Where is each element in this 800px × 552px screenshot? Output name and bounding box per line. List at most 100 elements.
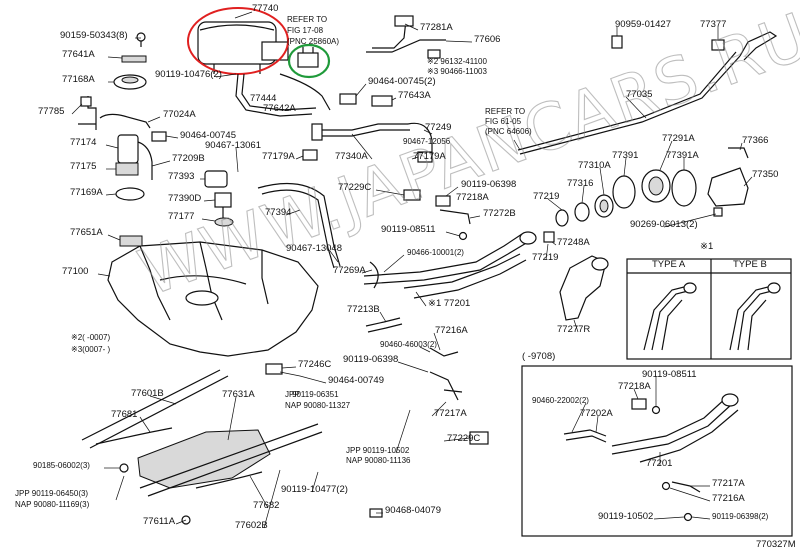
callout-label[interactable]: 77213B: [347, 304, 380, 315]
bolt-90159-50343[interactable]: [136, 32, 146, 47]
callout-label[interactable]: 77272B: [483, 208, 516, 219]
callout-label[interactable]: 90959-01427: [615, 19, 671, 30]
callout-label[interactable]: 77291A: [662, 133, 695, 144]
bracket-77216a[interactable]: [429, 347, 459, 357]
callout-label[interactable]: 77216A: [712, 493, 745, 504]
callout-label[interactable]: 77601B: [131, 388, 164, 399]
pipe-77340a[interactable]: [311, 123, 410, 141]
callout-label[interactable]: 77024A: [163, 109, 196, 120]
callout-label[interactable]: 77682: [253, 500, 279, 511]
ring-77219[interactable]: [555, 209, 569, 227]
hose-77444[interactable]: [235, 73, 317, 117]
callout-label[interactable]: 77643A: [398, 90, 431, 101]
callout-label[interactable]: 77651A: [70, 227, 103, 238]
callout-label[interactable]: 77219: [533, 191, 559, 202]
gasket-77177[interactable]: [214, 217, 234, 227]
connector-77393[interactable]: [204, 170, 228, 188]
callout-label[interactable]: TYPE B: [733, 259, 767, 270]
callout-label[interactable]: ※2 96132-41100: [427, 57, 487, 66]
callout-label[interactable]: 77179A: [413, 151, 446, 162]
callout-label[interactable]: 77611A: [143, 516, 176, 527]
callout-label[interactable]: NAP 90080-11169(3): [15, 500, 90, 509]
clip-90464-00745[interactable]: [151, 131, 167, 142]
cover-77631a[interactable]: [137, 429, 271, 489]
callout-label[interactable]: 77229C: [338, 182, 371, 193]
strap-77682[interactable]: [195, 471, 263, 489]
callout-label[interactable]: 90464-00749: [328, 375, 384, 386]
callout-label[interactable]: 77218A: [456, 192, 489, 203]
callout-label[interactable]: 77377: [700, 19, 726, 30]
bracket-77606[interactable]: [366, 39, 446, 53]
callout-label[interactable]: 90119-08511: [642, 369, 697, 380]
bracket-77272b[interactable]: [439, 209, 471, 225]
clamp-77248a[interactable]: [543, 231, 555, 243]
callout-label[interactable]: 90119-10477(2): [281, 484, 348, 495]
bracket-77024a[interactable]: [99, 113, 151, 129]
fill-pipe-77201[interactable]: [363, 231, 537, 299]
callout-label[interactable]: ※3(0007- ): [71, 345, 111, 354]
bracket-77218a[interactable]: [435, 195, 451, 207]
callout-label[interactable]: 90119-06398(2): [712, 512, 769, 521]
callout-label[interactable]: 77229C: [447, 433, 480, 444]
callout-label[interactable]: TYPE A: [652, 259, 686, 270]
clip-77179a-left[interactable]: [302, 149, 318, 161]
clip-90464-00745-b[interactable]: [339, 93, 357, 105]
callout-label[interactable]: 90119-10476(2): [155, 69, 222, 80]
hose-77249[interactable]: [407, 122, 433, 160]
bracket-77217a[interactable]: [429, 371, 463, 401]
hinge-77366[interactable]: [728, 147, 749, 159]
callout-label[interactable]: 90119-06398: [461, 179, 516, 190]
callout-label[interactable]: 90185-06002(3): [33, 461, 90, 470]
strap-77601b[interactable]: [81, 369, 229, 449]
callout-label[interactable]: 77391: [612, 150, 638, 161]
callout-label[interactable]: 77785: [38, 106, 64, 117]
callout-label[interactable]: 77219: [532, 252, 558, 263]
callout-label[interactable]: ※1: [700, 241, 713, 252]
callout-label[interactable]: 90119-08511: [381, 224, 436, 235]
callout-label[interactable]: JPP 90119-10502: [346, 446, 410, 455]
callout-label[interactable]: NAP 90080-11136: [346, 456, 411, 465]
bolt-90119-08511[interactable]: [458, 231, 468, 241]
callout-label[interactable]: 77177: [168, 211, 194, 222]
callout-label[interactable]: 77175: [70, 161, 96, 172]
callout-label[interactable]: 77246C: [298, 359, 331, 370]
ring-77391a[interactable]: [671, 169, 697, 207]
callout-label[interactable]: 90464-00745: [180, 130, 236, 141]
callout-label[interactable]: 90119-06398: [343, 354, 398, 365]
callout-label[interactable]: ( -9708): [522, 351, 555, 362]
callout-label[interactable]: 77216A: [435, 325, 468, 336]
wire-77785[interactable]: [78, 96, 97, 130]
callout-label[interactable]: FIG 61-05: [485, 117, 522, 126]
inlet-77277r[interactable]: [559, 255, 609, 321]
filter-77175[interactable]: [115, 162, 139, 176]
callout-label[interactable]: 77606: [474, 34, 500, 45]
callout-label[interactable]: 77642A: [263, 103, 296, 114]
callout-label[interactable]: 77444: [250, 93, 276, 104]
hose-77213b[interactable]: [365, 317, 403, 333]
callout-label[interactable]: JPP 90119-06450(3): [15, 489, 88, 498]
callout-label[interactable]: 90460-46003(2): [380, 340, 437, 349]
callout-label[interactable]: 77179A: [262, 151, 295, 162]
callout-label[interactable]: 90119-06351: [292, 390, 339, 399]
callout-label[interactable]: 77641A: [62, 49, 95, 60]
callout-label[interactable]: REFER TO: [287, 15, 327, 24]
hose-77642a[interactable]: [279, 73, 331, 111]
gasket-77316[interactable]: [574, 202, 590, 222]
lid-77350[interactable]: [707, 167, 749, 207]
callout-label[interactable]: 77281A: [420, 22, 453, 33]
bracket-77281a[interactable]: [372, 15, 414, 49]
pump-77174[interactable]: [117, 134, 153, 180]
clamp-77643a[interactable]: [371, 95, 393, 107]
ring-77169a[interactable]: [115, 187, 145, 201]
callout-label[interactable]: ※1 77201: [428, 298, 470, 309]
callout-label[interactable]: 77394: [265, 207, 291, 218]
callout-label[interactable]: 77249: [425, 122, 451, 133]
callout-label[interactable]: 77169A: [70, 187, 103, 198]
callout-label[interactable]: 77248A: [557, 237, 590, 248]
callout-label[interactable]: 77217A: [434, 408, 467, 419]
callout-label[interactable]: 90119-10502: [598, 511, 653, 522]
strap-77602b[interactable]: [139, 423, 323, 497]
callout-label[interactable]: 77209B: [172, 153, 205, 164]
callout-label[interactable]: 77681: [111, 409, 137, 420]
callout-label[interactable]: JPP: [285, 390, 300, 399]
